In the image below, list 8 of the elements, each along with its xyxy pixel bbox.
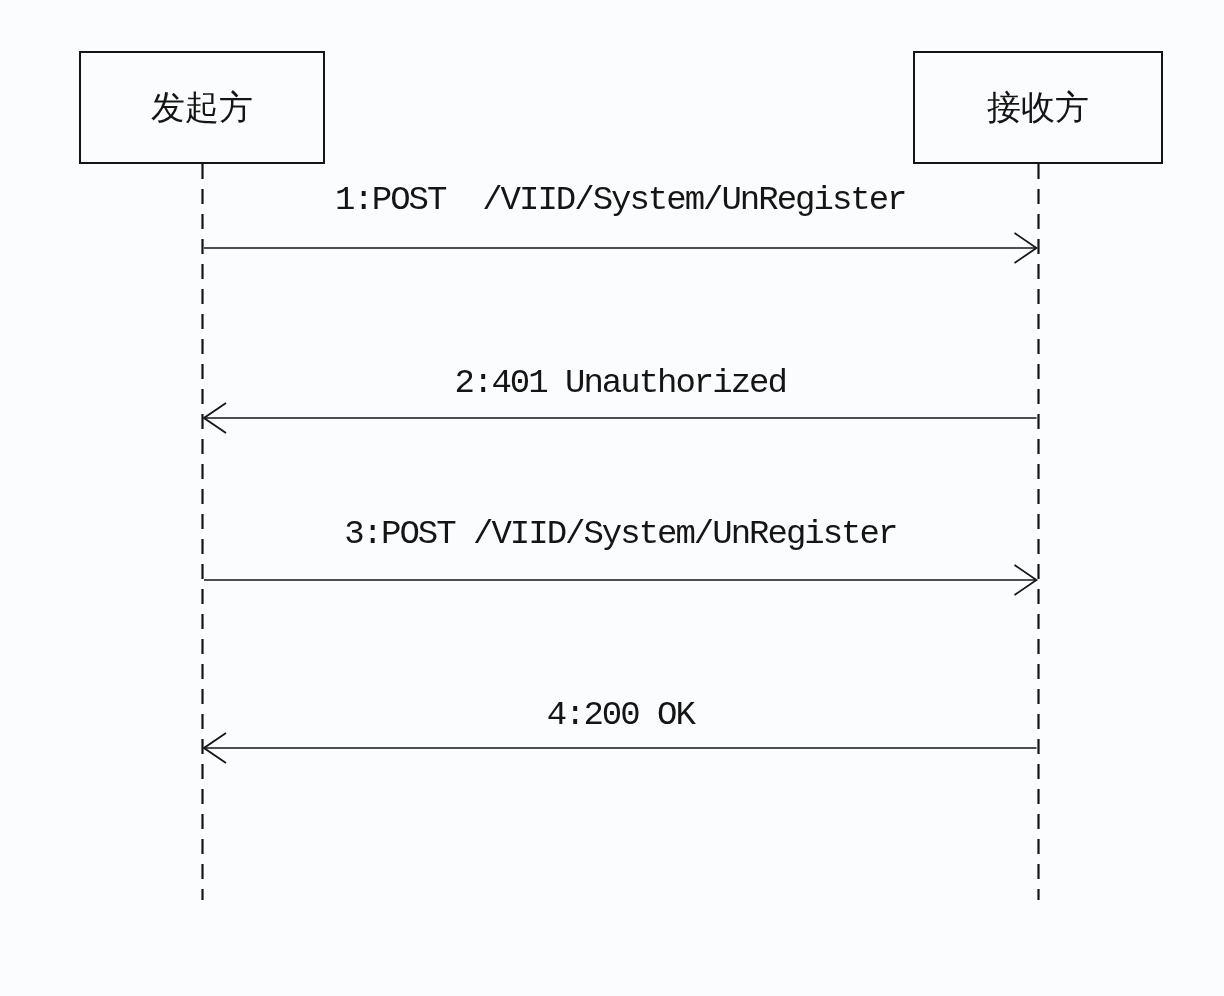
lifeline — [201, 164, 204, 900]
lifeline — [1036, 164, 1040, 900]
arrow — [203, 402, 1038, 434]
arrow — [203, 232, 1038, 264]
arrow — [203, 564, 1038, 596]
participant-box: 接收方 — [913, 51, 1163, 164]
participant-box: 发起方 — [79, 51, 325, 164]
arrow — [203, 732, 1038, 764]
